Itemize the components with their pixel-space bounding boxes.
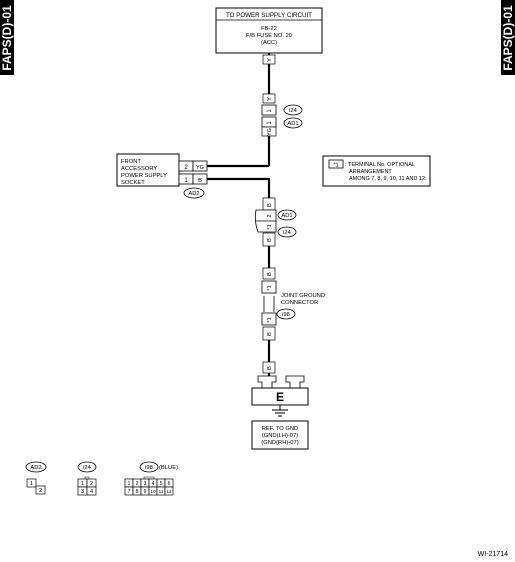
supply-box-title: TO POWER SUPPLY CIRCUIT — [226, 12, 312, 19]
svg-text:4: 4 — [152, 481, 155, 487]
connector-i24-ad1-upper: Y 1 1 YG i24 AD1 — [261, 93, 303, 137]
svg-text:*1: *1 — [267, 285, 273, 290]
ref-line1: REF. TO GND — [262, 426, 299, 432]
label-i24-upper: i24 — [289, 108, 298, 114]
wire-label-y-top: Y — [262, 54, 276, 65]
svg-text:YG: YG — [267, 128, 273, 136]
socket-pin-2: 2 — [184, 165, 188, 171]
note-line3: AMONG 7, 8, 9, 10, 11 AND 12 — [349, 176, 425, 182]
power-supply-box: TO POWER SUPPLY CIRCUIT FB-22 F/B FUSE N… — [215, 7, 323, 54]
svg-text:2: 2 — [267, 214, 273, 217]
svg-text:B: B — [267, 238, 273, 242]
svg-text:8: 8 — [136, 489, 139, 495]
svg-text:*1: *1 — [267, 317, 273, 322]
connector-ad1-i24-middle: B 2 *1 B AD1 i24 — [254, 197, 297, 247]
socket-wire-yg: YG — [196, 165, 204, 171]
wire-label-b-ground: B — [262, 361, 276, 374]
socket-line4: SOCKET — [121, 180, 145, 186]
svg-text:B: B — [267, 203, 273, 207]
svg-text:1: 1 — [128, 481, 131, 487]
svg-text:5: 5 — [160, 481, 163, 487]
socket-pin-1: 1 — [184, 178, 188, 184]
svg-text:12: 12 — [166, 489, 172, 494]
note-line1: : TERMINAL No. OPTIONAL — [345, 162, 415, 168]
ground-terminal: E — [251, 375, 309, 417]
ref-line3: (GND(RH)-07) — [261, 440, 298, 446]
svg-text:B: B — [267, 366, 273, 370]
socket-line2: ACCESSORY — [121, 166, 157, 172]
svg-text:7: 7 — [128, 489, 131, 495]
right-side-tab: FAPS(D)-01 — [501, 0, 515, 75]
ref-to-gnd-box: REF. TO GND (GND(LH)-07) (GND(RH)-07) — [251, 420, 309, 450]
front-accessory-socket: FRONT ACCESSORY POWER SUPPLY SOCKET 2 YG… — [116, 153, 208, 199]
joint-ground-connector: B *1 *1 B JOINT GROUND CONNECTOR i98 — [261, 267, 325, 341]
legend-i98-color: (BLUE) — [159, 465, 178, 471]
terminal-note: *1 : TERMINAL No. OPTIONAL ARRANGEMENT A… — [322, 155, 431, 187]
svg-text:Y: Y — [267, 97, 273, 101]
svg-text:6: 6 — [168, 481, 171, 487]
svg-text:3: 3 — [144, 481, 147, 487]
svg-text:1: 1 — [267, 121, 273, 125]
svg-text:11: 11 — [159, 489, 164, 494]
svg-text:9: 9 — [144, 489, 147, 495]
label-ad2: AD2 — [188, 191, 199, 197]
joint-ground-line2: CONNECTOR — [281, 300, 318, 306]
supply-box-line2: F/B FUSE NO. 20 — [246, 33, 292, 39]
svg-text:i24: i24 — [83, 465, 92, 471]
svg-text:3: 3 — [81, 489, 84, 495]
svg-text:2: 2 — [39, 488, 42, 494]
supply-box-line3: (ACC) — [261, 40, 277, 46]
svg-text:2: 2 — [90, 481, 93, 487]
socket-wire-b: B — [198, 178, 202, 184]
supply-box-line1: FB-22 — [261, 26, 277, 32]
note-line2: ARRANGEMENT — [349, 169, 392, 175]
label-i98: i98 — [282, 312, 290, 318]
svg-text:*1: *1 — [267, 224, 273, 229]
svg-text:1: 1 — [267, 109, 273, 113]
label-ad1-middle: AD1 — [281, 213, 292, 219]
svg-text:10: 10 — [150, 489, 156, 494]
socket-line3: POWER SUPPLY — [121, 173, 167, 179]
label-i24-middle: i24 — [283, 230, 292, 236]
label-ad1-upper: AD1 — [287, 121, 298, 127]
svg-text:4: 4 — [90, 489, 93, 495]
svg-text:Y: Y — [267, 58, 273, 62]
ref-line2: (GND(LH)-07) — [262, 433, 298, 439]
legend-i24: i24 1 2 3 4 — [77, 461, 97, 496]
joint-ground-line1: JOINT GROUND — [281, 293, 325, 299]
wire-segment-b — [207, 177, 271, 198]
ground-label-e: E — [276, 390, 284, 404]
legend-i98: i98 (BLUE) 1 2 3 4 5 6 7 8 9 10 11 12 — [124, 461, 178, 496]
svg-text:2: 2 — [136, 481, 139, 487]
legend-ad2: AD2 1 2 — [25, 461, 47, 495]
svg-text:i98: i98 — [145, 465, 153, 471]
svg-text:AD2: AD2 — [30, 465, 41, 471]
svg-text:1: 1 — [81, 481, 84, 487]
svg-text:1: 1 — [30, 481, 33, 487]
wire-harness — [207, 53, 271, 376]
svg-text:B: B — [267, 332, 273, 336]
figure-id: WI-21714 — [478, 551, 508, 558]
svg-text:B: B — [267, 272, 273, 276]
socket-line1: FRONT — [121, 159, 141, 165]
note-badge: *1 — [333, 163, 338, 169]
left-side-tab: FAPS(D)-01 — [0, 0, 14, 75]
